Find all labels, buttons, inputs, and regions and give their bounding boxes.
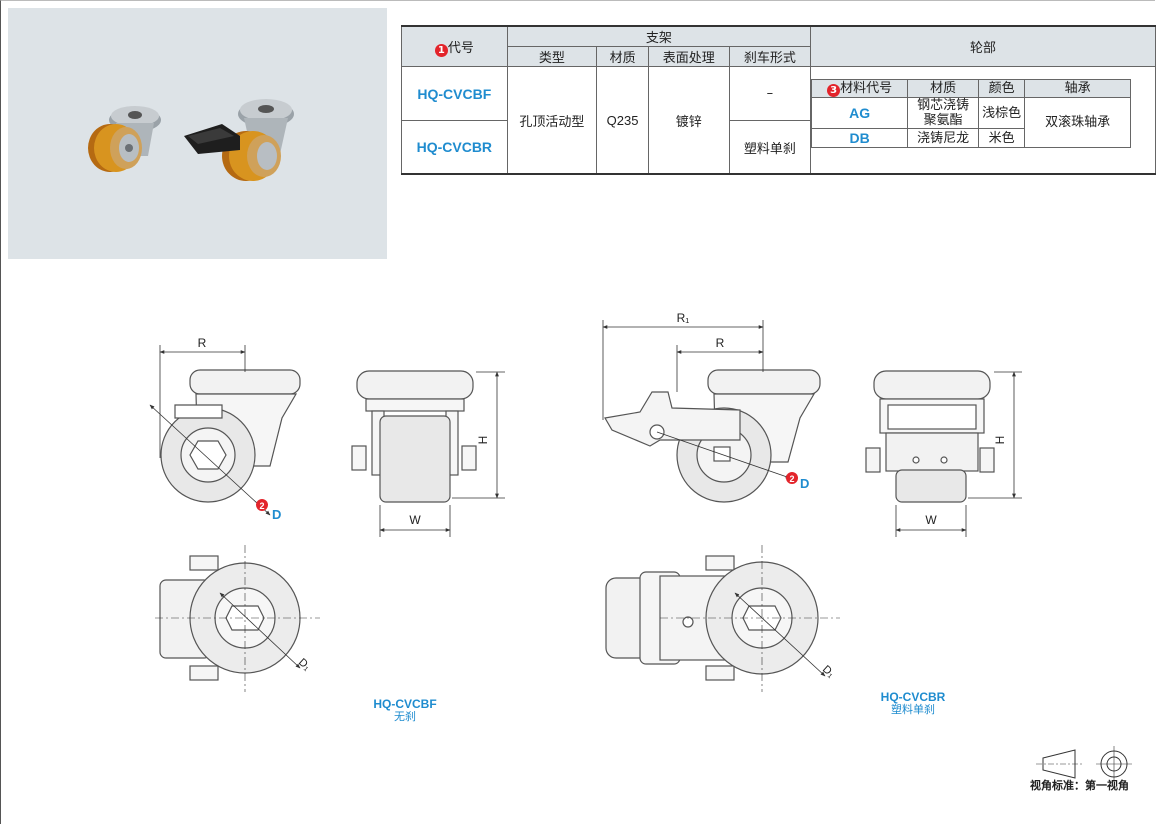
caption-cvcbf-model: HQ-CVCBF — [373, 697, 437, 711]
brake-cell-cvcbr: 塑料单刹 — [728, 120, 812, 175]
wheel-col-color: 颜色 — [978, 79, 1026, 98]
caption-cvcbr: HQ-CVCBR 塑料单刹 — [868, 690, 958, 716]
bracket-col-type: 类型 — [506, 46, 598, 67]
view-standard-label: 视角标准：第一视角 — [1030, 779, 1129, 792]
wheel-color-ag: 浅棕色 — [978, 97, 1026, 129]
marker-3: 3 — [827, 83, 841, 97]
wheel-col-bearing: 轴承 — [1024, 79, 1132, 98]
wheel-header: 轮部 — [810, 25, 1156, 67]
bracket-col-material: 材质 — [596, 46, 650, 67]
bearing-cell: 双滚珠轴承 — [1024, 97, 1132, 148]
wheel-material-ag: 钢芯浇铸聚氨酯 — [907, 97, 980, 129]
caption-cvcbr-desc: 塑料单刹 — [891, 704, 935, 716]
wheel-color-db: 米色 — [978, 128, 1026, 148]
marker-1: 1 — [434, 43, 448, 57]
bracket-col-brake: 刹车形式 — [728, 46, 812, 67]
surface-cell: 镀锌 — [648, 66, 730, 175]
wheel-material-db: 浇铸尼龙 — [907, 128, 980, 148]
bracket-header: 支架 — [506, 25, 812, 47]
brake-cell-cvcbf: – — [728, 66, 812, 121]
bracket-col-surface: 表面处理 — [648, 46, 730, 67]
row-code-cvcbf: HQ-CVCBF — [401, 66, 508, 121]
product-photo — [8, 8, 387, 259]
bracket-type-cell: 孔顶活动型 — [506, 66, 598, 175]
caption-cvcbf: HQ-CVCBF 无刹 — [360, 697, 450, 723]
wheel-col-material: 材质 — [907, 79, 980, 98]
bracket-material-cell: Q235 — [596, 66, 650, 175]
caster-photo-illustration — [88, 99, 294, 181]
wheel-code-ag: AG — [811, 97, 909, 129]
caption-cvcbf-desc: 无刹 — [394, 711, 416, 723]
wheel-code-db: DB — [811, 128, 909, 148]
caption-cvcbr-model: HQ-CVCBR — [880, 690, 946, 704]
row-code-cvcbr: HQ-CVCBR — [401, 120, 508, 175]
